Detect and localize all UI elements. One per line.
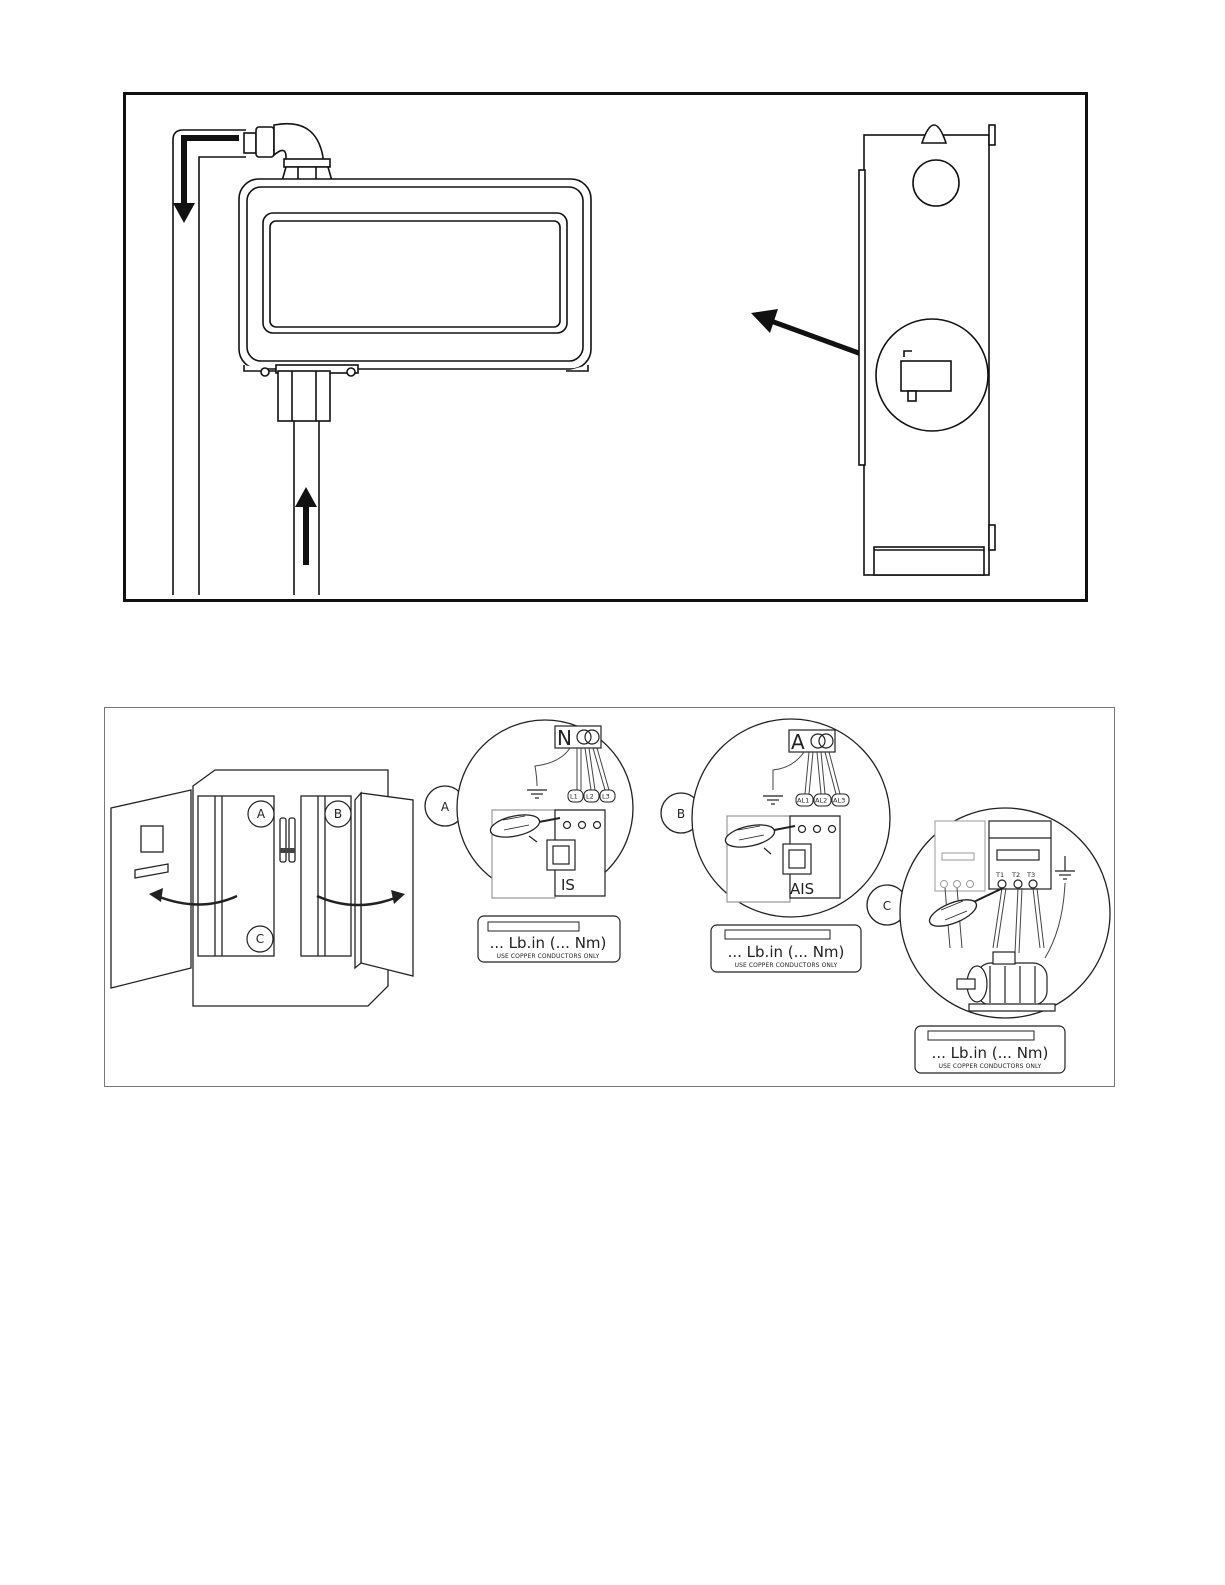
detail-b-source-label: A xyxy=(791,730,805,754)
detail-b: B A xyxy=(661,719,890,972)
panel-label-c: C xyxy=(256,932,264,946)
detail-c: C T1 T2 T3 xyxy=(867,808,1110,1073)
detail-a-torque-text: ... Lb.in (... Nm) xyxy=(490,934,607,952)
open-cabinet: A B C xyxy=(111,770,413,1006)
detail-b-switch-label: AIS xyxy=(790,880,814,898)
detail-c-terminal-1: T1 xyxy=(995,871,1004,879)
elbow-fitting xyxy=(244,124,332,181)
fig1-drawing xyxy=(126,95,1091,605)
panel-label-b: B xyxy=(334,807,342,821)
detail-b-copper-text: USE COPPER CONDUCTORS ONLY xyxy=(735,962,838,969)
fitting-installation-diagram xyxy=(123,92,1088,602)
detail-a-source-label: N xyxy=(557,726,572,750)
detail-c-terminal-3: T3 xyxy=(1026,871,1035,879)
detail-a-callout: A xyxy=(441,800,450,814)
flow-down-arrow xyxy=(173,135,239,223)
detail-c-copper-text: USE COPPER CONDUCTORS ONLY xyxy=(939,1063,1042,1070)
detail-b-terminal-2: AL2 xyxy=(815,797,827,805)
detail-b-terminal-1: AL1 xyxy=(797,797,809,805)
detail-b-callout: B xyxy=(677,807,685,821)
cabinet-side-view xyxy=(859,125,995,575)
detail-a: A N xyxy=(425,720,633,962)
detail-a-terminal-1: L1 xyxy=(570,793,578,801)
panel-label-a: A xyxy=(257,807,266,821)
flow-up-arrow xyxy=(295,487,317,565)
filter-housing xyxy=(239,179,591,376)
detail-c-torque-text: ... Lb.in (... Nm) xyxy=(932,1044,1049,1062)
detail-a-copper-text: USE COPPER CONDUCTORS ONLY xyxy=(497,953,600,960)
wiring-instructions-diagram: A B C A N xyxy=(104,707,1115,1087)
detail-b-torque-text: ... Lb.in (... Nm) xyxy=(728,943,845,961)
detail-c-terminal-2: T2 xyxy=(1011,871,1020,879)
detail-c-callout: C xyxy=(883,899,891,913)
detail-a-switch-label: IS xyxy=(561,876,575,894)
detail-b-terminal-3: AL3 xyxy=(833,797,845,805)
fig2-drawing: A B C A N xyxy=(105,708,1116,1088)
detail-a-terminal-2: L2 xyxy=(586,793,594,801)
detail-a-terminal-3: L3 xyxy=(602,793,610,801)
